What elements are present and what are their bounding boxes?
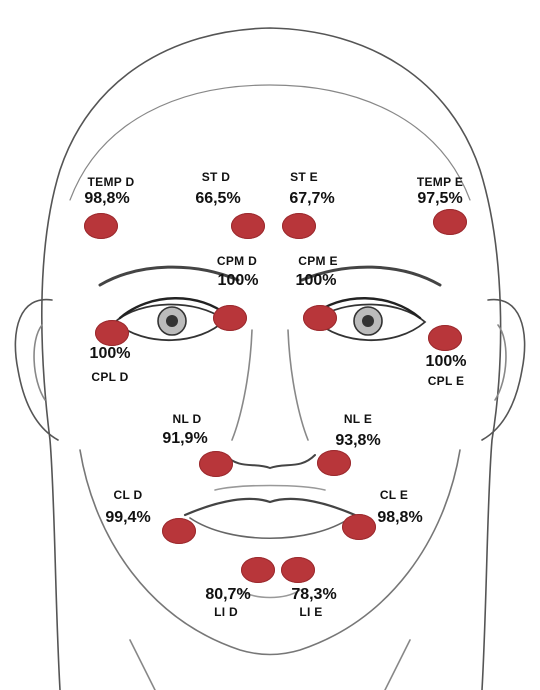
ear-left <box>15 300 58 440</box>
label-code-st-e: ST E <box>290 170 318 184</box>
mouth <box>185 499 355 515</box>
marker-nl-d <box>199 451 233 477</box>
label-code-temp-d: TEMP D <box>88 175 135 189</box>
marker-temp-d <box>84 213 118 239</box>
label-value-nl-e: 93,8% <box>335 432 380 450</box>
marker-cpm-e <box>303 305 337 331</box>
label-value-st-e: 67,7% <box>289 190 334 208</box>
label-value-cl-d: 99,4% <box>105 509 150 527</box>
label-code-nl-e: NL E <box>344 412 372 426</box>
label-code-nl-d: NL D <box>173 412 202 426</box>
marker-cpl-e <box>428 325 462 351</box>
label-value-nl-d: 91,9% <box>162 430 207 448</box>
marker-cpl-d <box>95 320 129 346</box>
label-code-cl-d: CL D <box>114 488 143 502</box>
marker-st-d <box>231 213 265 239</box>
marker-st-e <box>282 213 316 239</box>
nose <box>232 330 308 440</box>
marker-li-d <box>241 557 275 583</box>
ear-right <box>482 300 525 440</box>
marker-nl-e <box>317 450 351 476</box>
label-code-st-d: ST D <box>202 170 231 184</box>
label-code-cpm-d: CPM D <box>217 254 257 268</box>
label-value-cl-e: 98,8% <box>377 509 422 527</box>
marker-cl-e <box>342 514 376 540</box>
label-value-cpm-e: 100% <box>296 272 337 290</box>
label-code-li-e: LI E <box>299 605 322 619</box>
marker-temp-e <box>433 209 467 235</box>
label-code-cpm-e: CPM E <box>298 254 338 268</box>
label-value-cpm-d: 100% <box>218 272 259 290</box>
label-value-li-d: 80,7% <box>205 586 250 604</box>
marker-cl-d <box>162 518 196 544</box>
label-value-temp-e: 97,5% <box>417 190 462 208</box>
jaw-line <box>80 450 460 655</box>
marker-li-e <box>281 557 315 583</box>
label-value-cpl-d: 100% <box>90 345 131 363</box>
label-code-li-d: LI D <box>214 605 238 619</box>
label-value-cpl-e: 100% <box>426 353 467 371</box>
label-code-cpl-e: CPL E <box>428 374 465 388</box>
label-code-cl-e: CL E <box>380 488 408 502</box>
label-value-li-e: 78,3% <box>291 586 336 604</box>
label-code-cpl-d: CPL D <box>91 370 128 384</box>
label-value-temp-d: 98,8% <box>84 190 129 208</box>
label-value-st-d: 66,5% <box>195 190 240 208</box>
label-code-temp-e: TEMP E <box>417 175 463 189</box>
marker-cpm-d <box>213 305 247 331</box>
